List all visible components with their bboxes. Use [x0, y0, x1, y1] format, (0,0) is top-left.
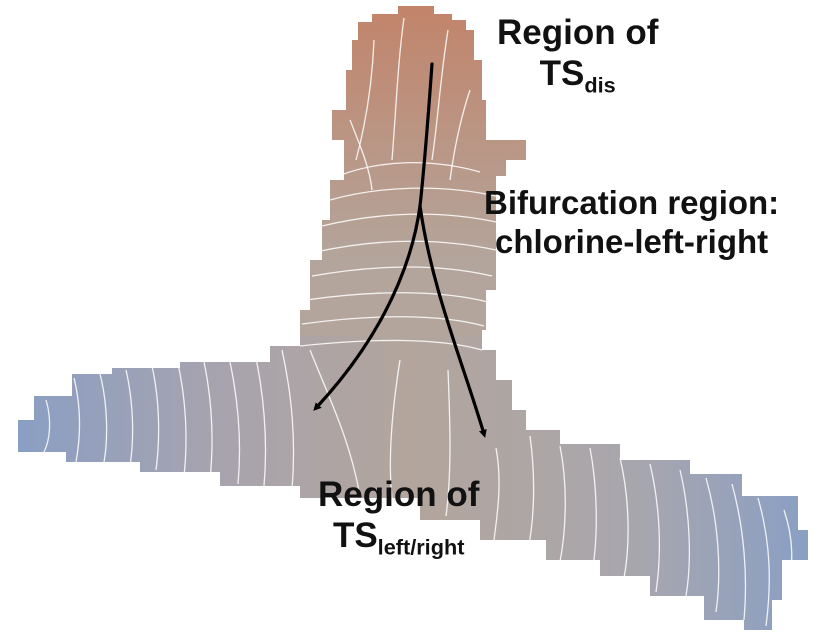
- bifurcation-line2: chlorine-left-right: [495, 222, 769, 260]
- contour-lines: [43, 17, 793, 627]
- ts-dis-region-label: Region of TSdis: [497, 12, 659, 98]
- left-branch-arrow: [313, 204, 422, 411]
- ts-dis-main: TS: [539, 54, 585, 94]
- ts-left-right-region-label: Region of TSleft/right: [318, 474, 480, 560]
- ts-lr-main: TS: [332, 516, 378, 556]
- right-branch-arrow: [418, 204, 487, 438]
- ts-left-right-region-surface: [18, 336, 808, 630]
- ts-dis-line1: Region of: [497, 13, 659, 52]
- bifurcation-arrows: [313, 62, 487, 438]
- main-path-line: [418, 62, 434, 208]
- ts-dis-sub: dis: [584, 72, 616, 98]
- ts-dis-region-surface: [300, 6, 526, 360]
- ts-lr-sub: left/right: [377, 534, 465, 560]
- bifurcation-region-label: Bifurcation region: chlorine-left-right: [484, 184, 779, 262]
- bifurcation-line1: Bifurcation region:: [484, 184, 780, 221]
- ts-lr-line1: Region of: [318, 475, 480, 514]
